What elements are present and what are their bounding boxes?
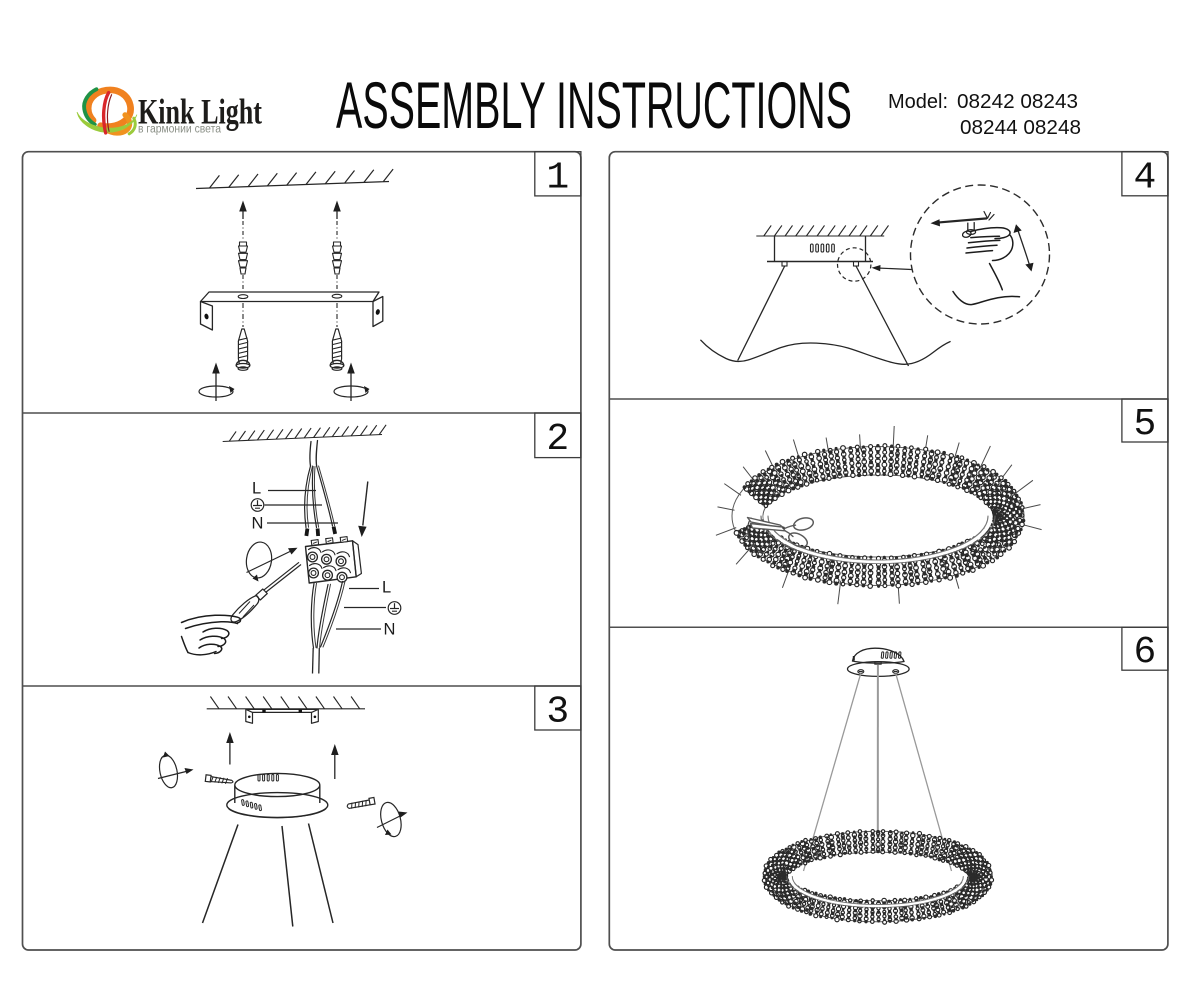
svg-text:L: L xyxy=(252,480,261,498)
svg-text:N: N xyxy=(252,515,264,533)
svg-text:Model:: Model: xyxy=(888,91,948,113)
svg-text:ASSEMBLY INSTRUCTIONS: ASSEMBLY INSTRUCTIONS xyxy=(336,68,852,142)
svg-text:2: 2 xyxy=(546,418,569,461)
svg-text:08242 08243: 08242 08243 xyxy=(957,91,1078,113)
svg-text:08244 08248: 08244 08248 xyxy=(960,117,1081,139)
svg-text:4: 4 xyxy=(1133,157,1156,200)
svg-text:3: 3 xyxy=(546,691,569,734)
svg-text:в гармонии света: в гармонии света xyxy=(138,124,222,136)
svg-text:N: N xyxy=(384,621,396,639)
svg-text:L: L xyxy=(382,579,391,597)
svg-text:5: 5 xyxy=(1133,403,1156,446)
svg-text:Kink Light: Kink Light xyxy=(138,92,262,132)
svg-text:1: 1 xyxy=(546,157,569,200)
svg-text:6: 6 xyxy=(1133,631,1156,674)
